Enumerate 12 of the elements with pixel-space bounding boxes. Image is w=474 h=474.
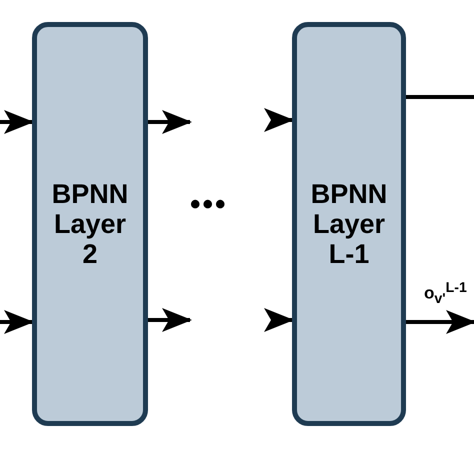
arrow xyxy=(264,308,294,332)
layer-name: BPNN Layer 2 xyxy=(50,179,130,269)
arrow xyxy=(148,308,192,332)
arrow xyxy=(148,110,192,134)
layer-box xyxy=(32,22,148,426)
layer-name: BPNN Layer L-1 xyxy=(310,179,388,269)
arrow xyxy=(0,110,34,134)
arrow xyxy=(406,310,474,334)
ellipsis: ••• xyxy=(190,188,228,222)
arrow xyxy=(0,310,34,334)
arrow xyxy=(264,108,294,132)
layer-box xyxy=(292,22,406,426)
